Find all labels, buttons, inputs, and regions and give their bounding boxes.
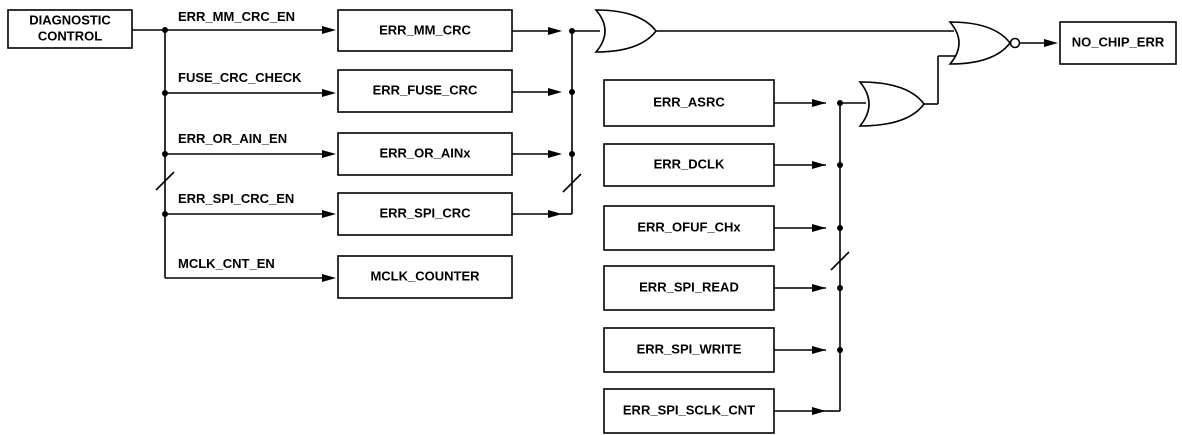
block-mclk-counter: MCLK_COUNTER: [370, 268, 480, 283]
output-section: NO_CHIP_ERR: [1020, 21, 1177, 65]
block-err-or-ainx: ERR_OR_AINx: [379, 145, 471, 160]
diagnostic-control-label-line2: CONTROL: [38, 28, 102, 43]
block-err-spi-crc: ERR_SPI_CRC: [379, 205, 471, 220]
enable-branches: ERR_MM_CRC_EN FUSE_CRC_CHECK ERR_OR_AIN_…: [165, 9, 336, 282]
left-output-wires: [512, 27, 600, 218]
enable-label-or-ain: ERR_OR_AIN_EN: [178, 131, 287, 146]
control-bus: [132, 27, 175, 278]
block-err-spi-read: ERR_SPI_READ: [639, 279, 739, 294]
block-err-ofuf-chx: ERR_OFUF_CHx: [637, 219, 741, 234]
block-err-mm-crc: ERR_MM_CRC: [379, 22, 471, 37]
diagnostic-control-label-line1: DIAGNOSTIC: [29, 12, 111, 27]
or-gate-left: [594, 9, 658, 53]
bus-width-slash: [155, 171, 175, 191]
right-output-wires: [774, 99, 866, 415]
block-err-spi-write: ERR_SPI_WRITE: [637, 341, 742, 356]
right-blocks: ERR_ASRC ERR_DCLK ERR_OFUF_CHx ERR_SPI_R…: [603, 79, 775, 434]
enable-label-spi-crc: ERR_SPI_CRC_EN: [178, 191, 294, 206]
block-no-chip-err: NO_CHIP_ERR: [1072, 34, 1165, 49]
diagnostic-control-block: DIAGNOSTIC CONTROL: [7, 9, 133, 49]
left-blocks: ERR_MM_CRC ERR_FUSE_CRC ERR_OR_AINx ERR_…: [337, 9, 513, 299]
nor-input-wires: [656, 30, 955, 105]
left-bus-slash: [562, 173, 582, 193]
block-err-spi-sclk-cnt: ERR_SPI_SCLK_CNT: [623, 402, 755, 417]
or-gate-right: [858, 81, 925, 127]
nor-inversion-bubble: [1009, 37, 1021, 49]
nor-gate: [948, 21, 1012, 65]
right-bus-slash: [830, 251, 850, 271]
enable-label-mm-crc: ERR_MM_CRC_EN: [178, 9, 295, 24]
enable-label-fuse-crc: FUSE_CRC_CHECK: [178, 70, 302, 85]
enable-label-mclk-cnt: MCLK_CNT_EN: [178, 256, 275, 271]
block-err-asrc: ERR_ASRC: [653, 94, 725, 109]
block-err-dclk: ERR_DCLK: [654, 156, 725, 171]
block-err-fuse-crc: ERR_FUSE_CRC: [373, 82, 478, 97]
